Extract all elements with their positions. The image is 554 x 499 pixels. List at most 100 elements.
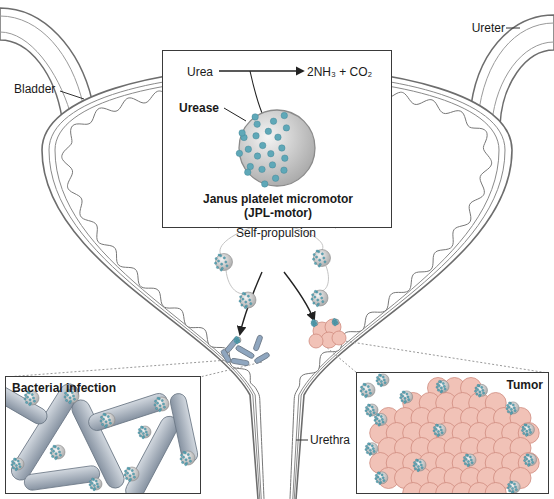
motor-body	[366, 443, 378, 455]
urease-dot	[53, 445, 55, 447]
urease-dot	[367, 386, 369, 388]
urease-dot	[365, 448, 367, 450]
urease-dot	[381, 418, 383, 420]
urease-dot	[131, 470, 133, 472]
urease-dot	[365, 391, 367, 393]
urease-dot	[182, 461, 184, 463]
urease-dot	[319, 293, 321, 295]
urease-dot	[11, 464, 13, 466]
urease-dot	[57, 448, 59, 450]
urease-dot	[319, 259, 321, 261]
urease-dot	[531, 459, 533, 461]
urease-dot	[367, 404, 369, 406]
urease-dot	[281, 112, 287, 118]
urease-dot	[511, 487, 513, 489]
urease-dot	[522, 426, 524, 428]
urease-dot	[279, 145, 285, 151]
urease-dot	[66, 399, 68, 401]
urease-dot	[247, 295, 249, 297]
urease-dot	[523, 432, 525, 434]
urease-dot	[528, 460, 530, 462]
urease-dot	[245, 301, 247, 303]
urease-dot	[268, 150, 274, 156]
enzyme-pointer	[224, 108, 246, 121]
urease-dot	[529, 429, 531, 431]
reactant-text: Urea	[187, 65, 227, 79]
urease-dot	[382, 421, 384, 423]
urease-dot	[129, 480, 131, 482]
urease-dot	[378, 374, 380, 376]
motor-body	[51, 445, 65, 459]
urease-dot	[318, 265, 320, 267]
urease-dot	[139, 435, 141, 437]
urease-dot	[333, 318, 335, 320]
urease-dot	[245, 169, 251, 175]
micromotor	[474, 384, 487, 397]
urease-dot	[508, 402, 510, 404]
ureter-layer	[478, 23, 554, 118]
micromotor	[89, 478, 102, 491]
urease-dot	[414, 468, 416, 470]
urease-dot	[511, 492, 513, 493]
urease-dot	[375, 474, 377, 476]
urease-dot	[55, 453, 57, 455]
urease-dot	[440, 429, 442, 431]
motor-body	[475, 384, 487, 396]
trajectory	[320, 266, 328, 291]
urease-dot	[223, 257, 225, 259]
urease-dot	[507, 487, 509, 489]
urease-dot	[376, 377, 378, 379]
urease-dot	[11, 461, 13, 463]
urease-dot	[515, 489, 517, 491]
micromotor	[236, 110, 315, 187]
urease-dot	[369, 453, 371, 455]
propulsion-arrow	[240, 272, 262, 334]
micromotor	[375, 472, 388, 485]
urease-dot	[526, 430, 528, 432]
urease-dot	[404, 401, 406, 403]
urease-dot	[100, 420, 102, 422]
urease-dot	[441, 432, 443, 434]
urease-dot	[270, 118, 276, 124]
micromotor	[332, 318, 339, 325]
urease-dot	[469, 456, 471, 458]
inset-box: Urea2NH₃ + CO₂UreaseJanus platelet micro…	[162, 50, 392, 228]
urease-dot	[187, 454, 189, 456]
urease-dot	[413, 462, 415, 464]
motor-body	[101, 413, 115, 427]
urease-dot	[220, 269, 222, 271]
urease-dot	[154, 404, 156, 406]
urease-dot	[252, 114, 258, 120]
urease-dot	[324, 261, 326, 263]
urease-dot	[529, 431, 531, 433]
urease-dot	[180, 458, 182, 460]
urease-dot	[377, 383, 379, 385]
urease-dot	[89, 484, 91, 486]
urease-dot	[530, 456, 532, 458]
urease-dot	[146, 434, 148, 436]
ureter-wall	[0, 8, 92, 118]
motor-body	[312, 290, 328, 306]
urease-dot	[15, 464, 17, 466]
urease-dot	[438, 380, 440, 382]
bladder-contents	[214, 204, 346, 366]
urease-dot	[19, 466, 21, 468]
urease-dot	[275, 134, 281, 140]
motor-body	[139, 426, 151, 438]
urease-dot	[375, 422, 377, 424]
micromotor	[463, 454, 476, 467]
leader-line	[296, 440, 308, 441]
urease-dot	[524, 456, 526, 458]
urease-dot	[379, 482, 381, 484]
urease-dot	[513, 407, 515, 409]
urease-dot	[463, 457, 465, 459]
motor-body	[216, 254, 233, 271]
bacteria-inset-art	[6, 380, 199, 493]
urease-dot	[64, 396, 66, 398]
urease-dot	[142, 432, 144, 434]
urease-dot	[508, 484, 510, 486]
urease-dot	[52, 450, 54, 452]
micromotor	[311, 319, 318, 326]
urease-dot	[159, 405, 161, 407]
micromotor	[413, 459, 426, 472]
